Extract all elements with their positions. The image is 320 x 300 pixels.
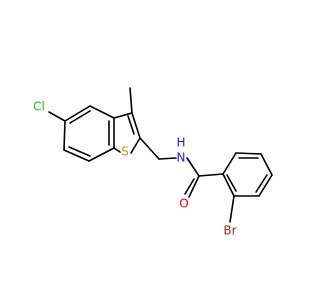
sulfur-label: S	[121, 145, 129, 159]
molecule-svg: Cl S N H O Br	[33, 87, 273, 238]
bond	[63, 149, 90, 162]
bond	[226, 174, 237, 192]
structure-diagram: Cl S N H O Br	[33, 87, 273, 238]
bond	[184, 178, 195, 195]
bonds	[48, 87, 273, 223]
bond	[63, 120, 66, 151]
bond	[130, 137, 141, 154]
bond	[139, 137, 160, 160]
bond	[89, 105, 115, 119]
nitrogen-label: N	[177, 151, 186, 165]
bond	[48, 111, 66, 122]
bond	[64, 105, 91, 122]
bond	[258, 174, 273, 197]
bond	[222, 173, 235, 197]
hydrogen-label: H	[176, 136, 185, 150]
bond	[69, 110, 91, 124]
bond	[68, 146, 91, 157]
bromine-label: Br	[223, 224, 236, 238]
bond	[188, 175, 200, 198]
bond	[198, 173, 224, 177]
bond	[88, 147, 115, 162]
bond	[113, 112, 133, 119]
bond	[229, 195, 235, 223]
bond	[255, 174, 268, 193]
bond	[222, 152, 237, 175]
bond	[127, 115, 135, 135]
oxygen-label: O	[179, 197, 188, 211]
bond	[129, 87, 133, 114]
bond	[186, 157, 200, 177]
bond	[235, 152, 262, 155]
bond	[260, 153, 273, 176]
chlorine-label: Cl	[33, 100, 45, 114]
bond	[131, 112, 141, 139]
bond	[158, 157, 177, 160]
atom-labels: Cl S N H O Br	[33, 100, 237, 238]
bond	[113, 147, 121, 153]
